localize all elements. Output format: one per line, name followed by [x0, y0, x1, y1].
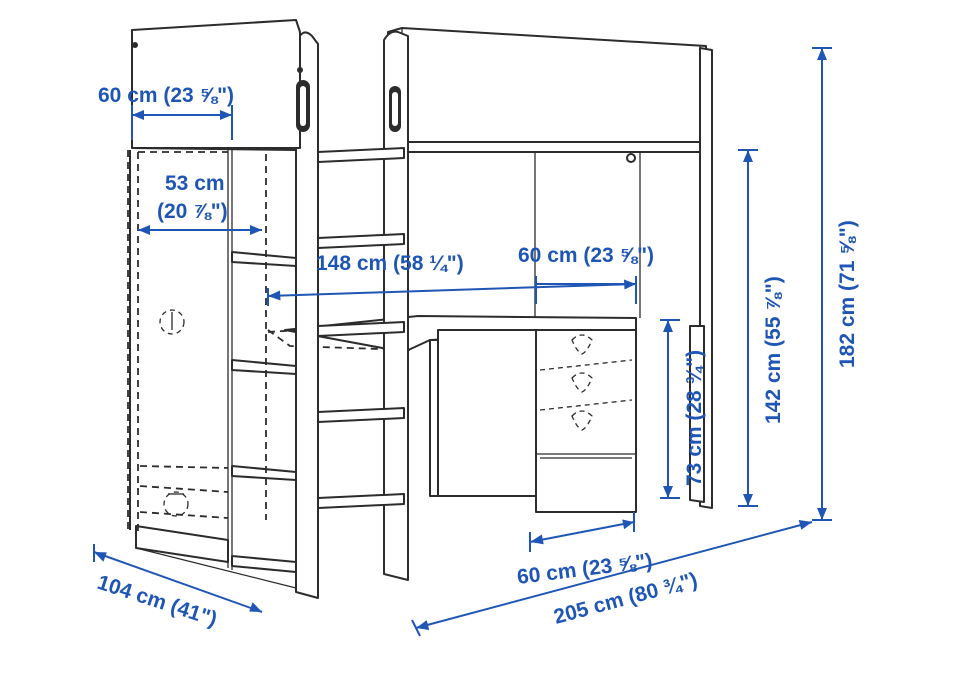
wardrobe-door-knob [159, 309, 185, 335]
dim-wardrobe-inner-width [138, 225, 262, 235]
bed-deck [401, 141, 701, 318]
label-drawer-width: 60 cm (23 ⅝") [518, 244, 654, 267]
dimension-labels: 60 cm (23 ⅝") 53 cm (20 ⅞") 148 cm (58 ¼… [94, 84, 859, 631]
dimension-lines [93, 47, 832, 637]
label-wardrobe-inner-width-cm: 53 cm [165, 172, 225, 195]
dim-desk-depth [529, 512, 635, 552]
label-wardrobe-width: 60 cm (23 ⅝") [98, 84, 234, 107]
label-total-height: 182 cm (71 ⅝") [836, 220, 859, 368]
wardrobe-drawer-knob [163, 491, 189, 517]
drawer-handle-1 [571, 334, 593, 355]
label-desk-height: 73 cm (28 ¾") [683, 350, 706, 486]
drawer-handle-3 [571, 410, 593, 431]
dim-total-depth [93, 544, 263, 613]
dim-underbed-height [738, 149, 758, 507]
loft-bed-drawing [127, 19, 713, 599]
label-total-depth: 104 cm (41") [94, 571, 219, 631]
label-desk-span: 148 cm (58 ¼") [316, 252, 464, 275]
drawer-handle-2 [571, 372, 593, 393]
right-end-post [689, 47, 713, 509]
dim-total-height [812, 47, 832, 521]
dim-drawer-width [535, 276, 637, 304]
label-underbed-height: 142 cm (55 ⅞") [762, 276, 785, 424]
dim-wardrobe-width [131, 105, 233, 140]
dim-desk-height [660, 319, 680, 499]
ladder [295, 30, 409, 599]
back-guard-panel [387, 27, 707, 151]
label-wardrobe-inner-width-in: (20 ⅞") [157, 200, 228, 223]
dim-total-length [411, 520, 813, 637]
